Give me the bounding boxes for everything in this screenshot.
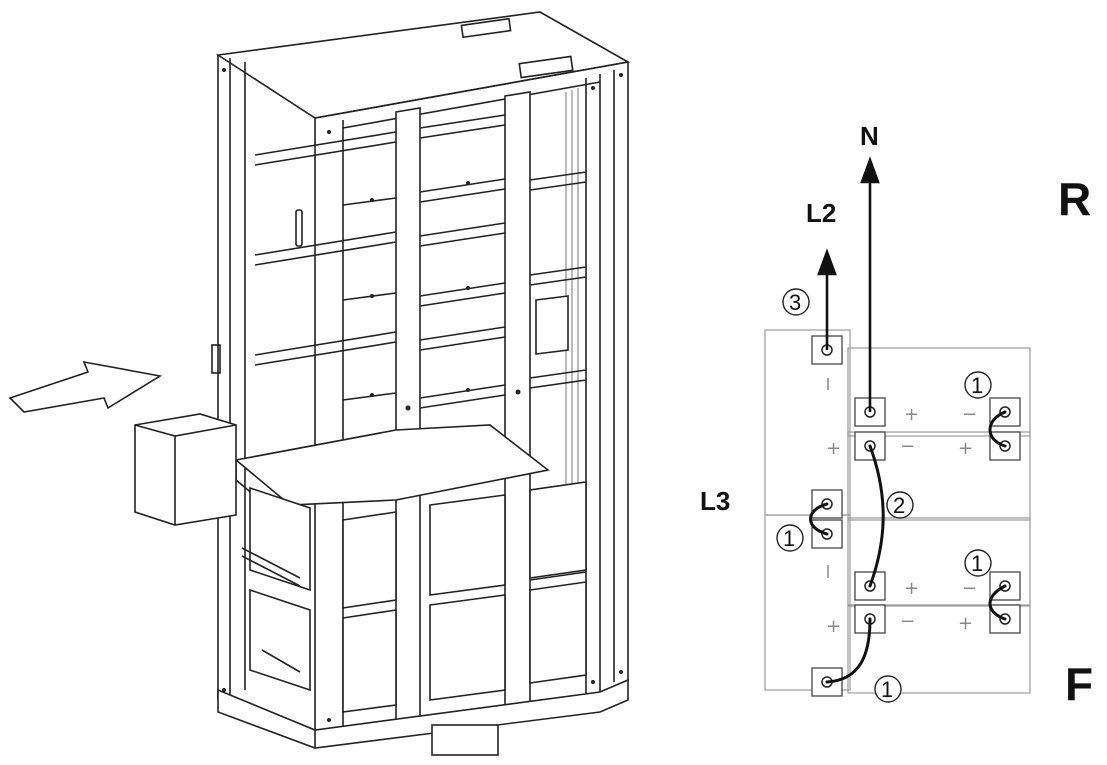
label-r: R: [1058, 173, 1091, 225]
battery-being-inserted: [134, 413, 237, 526]
shelf-rails-right: [529, 171, 587, 581]
label-f: F: [1065, 658, 1093, 710]
terminal-sign-plus: +: [826, 616, 841, 637]
battery-r-top: [847, 347, 1031, 437]
wire-link-1-left: [809, 502, 829, 536]
callout-1: 1: [971, 373, 983, 398]
insert-direction-arrow: [8, 360, 163, 413]
frame-bolts: [222, 68, 623, 722]
installed-batteries: [241, 481, 587, 713]
wire-link-1-bottom: [825, 617, 872, 684]
terminal-sign-minus: −: [900, 436, 915, 457]
terminal-sign-plus: +: [958, 613, 973, 634]
l2-arrowhead: [817, 248, 837, 276]
cabinet-base: [217, 678, 629, 749]
wire-link-2: [868, 444, 885, 588]
battery-f-top: [847, 517, 1031, 607]
callout-1: 1: [971, 551, 983, 576]
battery-wiring-diagram: + − − + + + − − + +: [700, 121, 1093, 710]
callout-3: 3: [789, 290, 801, 315]
top-vent-b: [518, 55, 574, 79]
battery-tray: [234, 424, 550, 506]
battery-cabinet: [211, 11, 631, 756]
callout-1: 1: [783, 526, 795, 551]
battery-f-bottom: [847, 604, 1031, 694]
cabinet-top: [215, 11, 631, 119]
shelf-rails-mid: [419, 114, 506, 409]
terminal-sign-plus: +: [958, 438, 973, 459]
top-vent-a: [460, 17, 512, 39]
label-n: N: [860, 121, 879, 151]
connection-wires: [809, 410, 1007, 684]
battery-l3-bottom: [764, 514, 851, 691]
terminal-sign-minus: −: [900, 611, 915, 632]
terminal-sign-minus: −: [962, 404, 977, 425]
terminal-sign-plus: +: [904, 404, 919, 425]
battery-r-mid: [847, 431, 1031, 521]
n-arrowhead: [860, 156, 880, 184]
shelf-rails-left: [254, 131, 397, 401]
label-l3: L3: [700, 486, 730, 516]
wire-link-1-right: [988, 584, 1007, 621]
label-l2: L2: [806, 198, 836, 228]
terminal-sign-minus: −: [962, 578, 977, 599]
wire-link-1-top: [988, 410, 1007, 448]
callout-circles: [776, 288, 992, 703]
output-arrows: [817, 156, 880, 412]
callout-1: 1: [881, 677, 893, 702]
terminal-sign-plus: +: [904, 578, 919, 599]
terminal-sign-plus: +: [826, 438, 841, 459]
callout-2: 2: [893, 493, 905, 518]
